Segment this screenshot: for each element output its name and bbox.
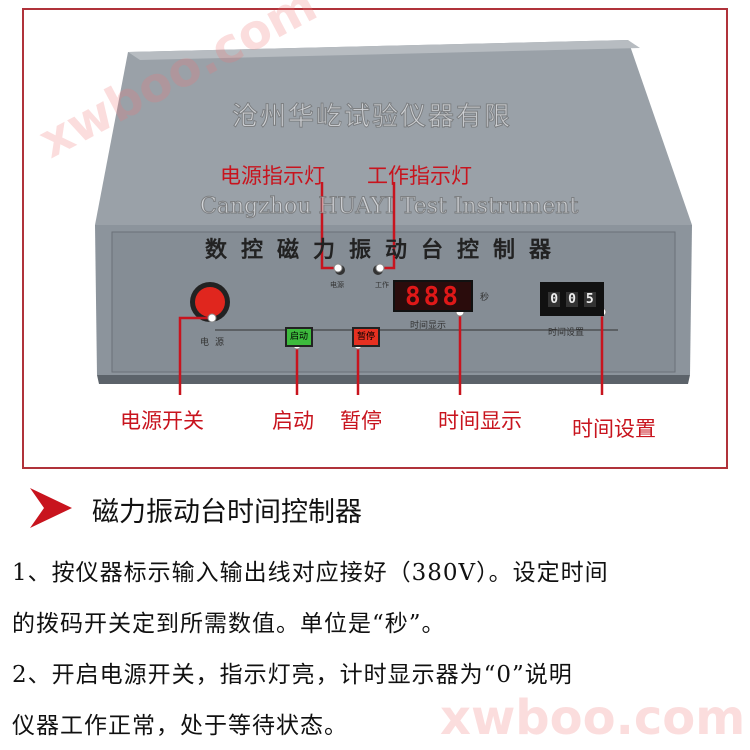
callout-time-display: 时间显示 [438,409,522,433]
thumbwheel-digit[interactable]: 0 [566,291,578,307]
device-lid-edge [128,40,640,60]
heading-arrow-icon [30,488,72,528]
power-led-label: 电源 [330,281,344,289]
device-base [97,375,690,384]
callout-power-indicator: 电源指示灯 [220,164,325,188]
watermark-company-cn: 沧州华屹试验仪器有限 [231,102,513,133]
thumbwheel-caption: 时间设置 [548,328,585,338]
panel-title: 数控磁力振动台控制器 [205,237,566,263]
watermark-company-en: Cangzhou HUAYI Test Instrument [199,194,579,220]
description-line: 仪器工作正常，处于等待状态。 [12,713,348,739]
pause-button[interactable]: 暂停 [352,327,380,347]
display-caption: 时间显示 [410,321,447,331]
callout-time-setting: 时间设置 [572,417,656,441]
description-line: 的拨码开关定到所需数值。单位是“秒”。 [12,611,446,637]
device-top-lid [95,40,692,225]
power-switch [195,287,225,317]
time-setting-thumbwheel[interactable]: 0 0 5 [540,282,604,316]
time-display: 888 [393,280,473,312]
thumbwheel-digit[interactable]: 0 [548,291,561,307]
section-heading: 磁力振动台时间控制器 [92,497,362,528]
callout-start: 启动 [272,409,314,433]
work-led-label: 工作 [375,281,389,289]
thumbwheel-digit[interactable]: 5 [583,291,596,307]
callout-pause: 暂停 [340,409,382,433]
callout-power-switch: 电源开关 [120,409,204,433]
product-image-frame [22,8,728,469]
display-unit: 秒 [480,293,490,303]
callout-work-indicator: 工作指示灯 [367,164,472,188]
description-line: 1、按仪器标示输入输出线对应接好（380V）。设定时间 [12,560,609,586]
power-switch-label: 电源 [200,338,231,348]
callout-lines [178,182,604,395]
watermark-site-bottom: xwboo.com [440,690,746,746]
description-line: 2、开启电源开关，指示灯亮，计时显示器为“0”说明 [12,662,573,688]
start-button[interactable]: 启动 [285,327,313,347]
